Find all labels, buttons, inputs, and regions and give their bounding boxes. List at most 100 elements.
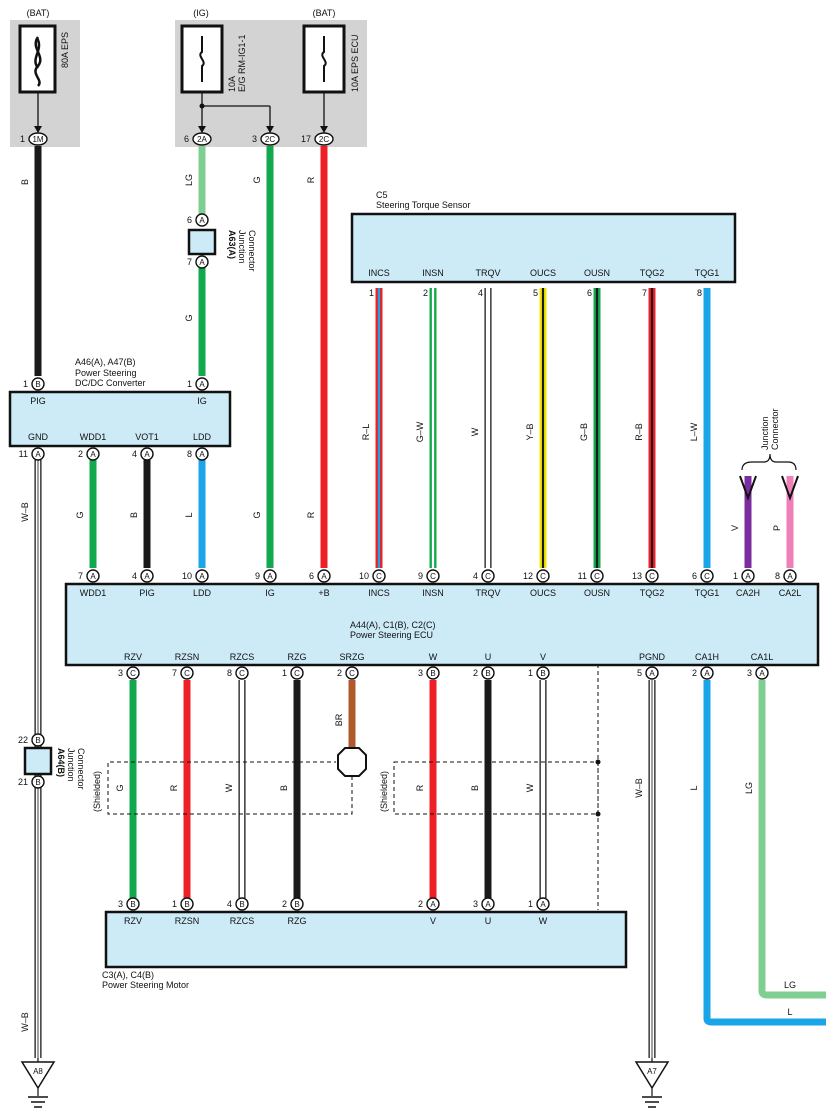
dcdc-bottom-pin — [86, 447, 100, 461]
wire-label-sensor: Y–B — [525, 423, 535, 440]
ecu-top-pin-connector: C — [430, 572, 436, 581]
motor-pin-number: 1 — [172, 899, 177, 909]
ecu-bottom-pin-label: RZV — [124, 652, 142, 662]
wire-label-g: G — [252, 511, 262, 518]
a63-name2: Connector — [247, 230, 257, 272]
pin-2c-ig-connector: 2C — [265, 135, 275, 144]
dcdc-bottom-pin — [31, 447, 45, 461]
ecu-bottom-pin-connector: B — [485, 669, 490, 678]
sensor-pin-label: TRQV — [475, 268, 500, 278]
ecu-top-pin-label: OUSN — [584, 588, 610, 598]
wire-label-w: W — [224, 783, 234, 792]
ecu-top-pin-number: 6 — [692, 571, 697, 581]
ecu-bottom-pin-connector: B — [540, 669, 545, 678]
pin-a64-21-connector: B — [35, 778, 40, 787]
ecu-top-pin-number: 9 — [418, 571, 423, 581]
pin-a64-21 — [31, 775, 45, 789]
jc-side-name2: Connector — [770, 408, 780, 450]
ecu-bottom-pin-number: 1 — [528, 668, 533, 678]
shield-outline-right — [393, 650, 599, 910]
sensor-pin-number: 4 — [478, 288, 483, 298]
wire-label-g: G — [252, 176, 262, 183]
pin-a63-6-connector: A — [199, 216, 205, 225]
ecu-top-pin-label: CA2H — [736, 588, 760, 598]
ecu-top-pin-connector: A — [745, 572, 751, 581]
dcdc-top-pin-label: PIG — [30, 396, 46, 406]
relay-internal-wiring — [37, 92, 325, 132]
ecu-bottom-pin-label: RZSN — [175, 652, 200, 662]
wire-label-v: V — [730, 525, 740, 531]
ecu-top-pin-connector: C — [649, 572, 655, 581]
dcdc-bottom-pin-connector: A — [199, 450, 205, 459]
ecu-top-pin-number: 12 — [523, 571, 533, 581]
sensor-pin-label: OUCS — [530, 268, 556, 278]
wire-label-w-b: W–B — [20, 1012, 30, 1032]
wire-label-sensor: G–W — [415, 421, 425, 442]
ecu-bottom-pin — [180, 666, 194, 680]
ecu-bottom-pin-connector: C — [239, 669, 245, 678]
ecu-top-pin — [426, 569, 440, 583]
ecu-code: A44(A), C1(B), C2(C) — [350, 620, 436, 630]
ecu-top-pin-label: +B — [318, 588, 329, 598]
ecu-bottom-pin — [426, 666, 440, 680]
ecu-bottom-pin — [481, 666, 495, 680]
ecu-top-pin-connector: A — [199, 572, 205, 581]
ecu-top-pin-label: IG — [265, 588, 275, 598]
ecu-top-pin — [481, 569, 495, 583]
pin-a64-22-connector: B — [35, 736, 40, 745]
sensor-pin-number: 7 — [642, 288, 647, 298]
pin-1m — [28, 132, 48, 146]
fuse-link-icon — [199, 36, 205, 82]
fuse-80a-eps-label: 80A EPS — [60, 32, 70, 68]
dcdc-name2: DC/DC Converter — [75, 378, 146, 388]
ecu-top-pin-label: CA2L — [779, 588, 802, 598]
wire-label-r: R — [169, 784, 179, 791]
sensor-pin-number: 8 — [697, 288, 702, 298]
wire-label-sensor: G–B — [579, 423, 589, 441]
shield-label-right: (Shielded) — [379, 771, 389, 812]
pin-a63-6-number: 6 — [187, 215, 192, 225]
ecu-bottom-pin-number: 3 — [118, 668, 123, 678]
ecu-top-pin — [86, 569, 100, 583]
motor-pin-connector: A — [485, 900, 491, 909]
ecu-top-pin-number: 9 — [255, 571, 260, 581]
dcdc-code: A46(A), A47(B) — [75, 357, 136, 367]
fuse-eg-rm-ig1-label: E/G RM-IG1-1 — [237, 34, 247, 92]
power-steering-motor — [104, 910, 628, 969]
ecu-top-pin-number: 10 — [182, 571, 192, 581]
dcdc-top-pin — [195, 377, 209, 391]
wire-label-sensor: R–B — [634, 423, 644, 441]
dcdc-bottom-pin-number: 2 — [78, 449, 83, 459]
ecu-top-pin — [783, 569, 797, 583]
wire-label-g: G — [75, 511, 85, 518]
dcdc-bottom-pin-label: VOT1 — [135, 432, 159, 442]
fuse-link-icon — [34, 36, 42, 87]
ecu-top-pin-number: 10 — [359, 571, 369, 581]
dcdc-bottom-pin-connector: A — [35, 450, 41, 459]
a64-name2: Connector — [76, 748, 86, 790]
ecu-top-pin — [372, 569, 386, 583]
wire-label-r: R — [306, 511, 316, 518]
wire-label-sensor: W — [470, 427, 480, 436]
ground-icon — [634, 1058, 670, 1108]
jc-side-name1: Junction — [760, 416, 770, 450]
wire-label-b: B — [279, 785, 289, 791]
dcdc-name1: Power Steering — [75, 368, 137, 378]
ecu-top-pin — [263, 569, 277, 583]
wire-lg-ca1l — [758, 680, 826, 999]
sensor-pin-number: 6 — [587, 288, 592, 298]
junction-brace — [741, 453, 797, 471]
wire-label-lg: LG — [744, 782, 754, 794]
fuse-10a-label: 10A — [227, 76, 237, 92]
ecu-top-pin-number: 11 — [578, 571, 587, 581]
ecu-bottom-pin — [235, 666, 249, 680]
ecu-top-pin-connector: A — [144, 572, 150, 581]
ecu-bottom-pin-label: W — [429, 652, 438, 662]
a64-code: A64(B) — [56, 748, 66, 777]
wire-label-l: L — [689, 785, 699, 790]
wire-label-sensor: L–W — [689, 422, 699, 441]
motor-pin-connector: B — [239, 900, 244, 909]
dcdc-bottom-pin-number: 8 — [187, 449, 192, 459]
ecu-top-pin-label: TRQV — [475, 588, 500, 598]
